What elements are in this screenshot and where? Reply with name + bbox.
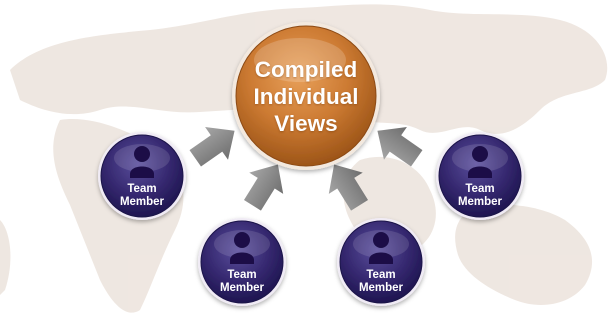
center-node-label: Compiled Individual Views xyxy=(232,40,380,152)
member-label-1-line-2: Member xyxy=(119,196,165,208)
member-label-3-line-1: Team xyxy=(366,269,396,281)
member-label-3-line-2: Member xyxy=(358,282,404,294)
member-label-2: Team Member xyxy=(197,269,287,295)
member-node-3 xyxy=(337,218,425,306)
member-label-3: Team Member xyxy=(336,269,426,295)
arrow-right-lower xyxy=(328,164,369,211)
member-node-1 xyxy=(98,132,186,220)
member-label-4-line-2: Member xyxy=(457,196,503,208)
center-label-line-2: Individual xyxy=(253,83,359,109)
member-node-2 xyxy=(198,218,286,306)
member-node-4 xyxy=(436,132,524,220)
member-label-4-line-1: Team xyxy=(465,183,495,195)
member-label-4: Team Member xyxy=(435,183,525,209)
member-label-2-line-1: Team xyxy=(227,269,257,281)
member-label-1-line-1: Team xyxy=(127,183,157,195)
member-label-2-line-2: Member xyxy=(219,282,265,294)
center-label-line-1: Compiled xyxy=(254,56,358,82)
member-label-1: Team Member xyxy=(97,183,187,209)
arrow-group xyxy=(189,127,423,211)
arrow-left-upper xyxy=(189,127,235,167)
arrow-left-lower xyxy=(243,164,284,211)
center-label-line-3: Views xyxy=(274,110,338,136)
member-nodes xyxy=(98,132,524,306)
center-node xyxy=(232,22,380,170)
arrow-right-upper xyxy=(377,127,423,167)
